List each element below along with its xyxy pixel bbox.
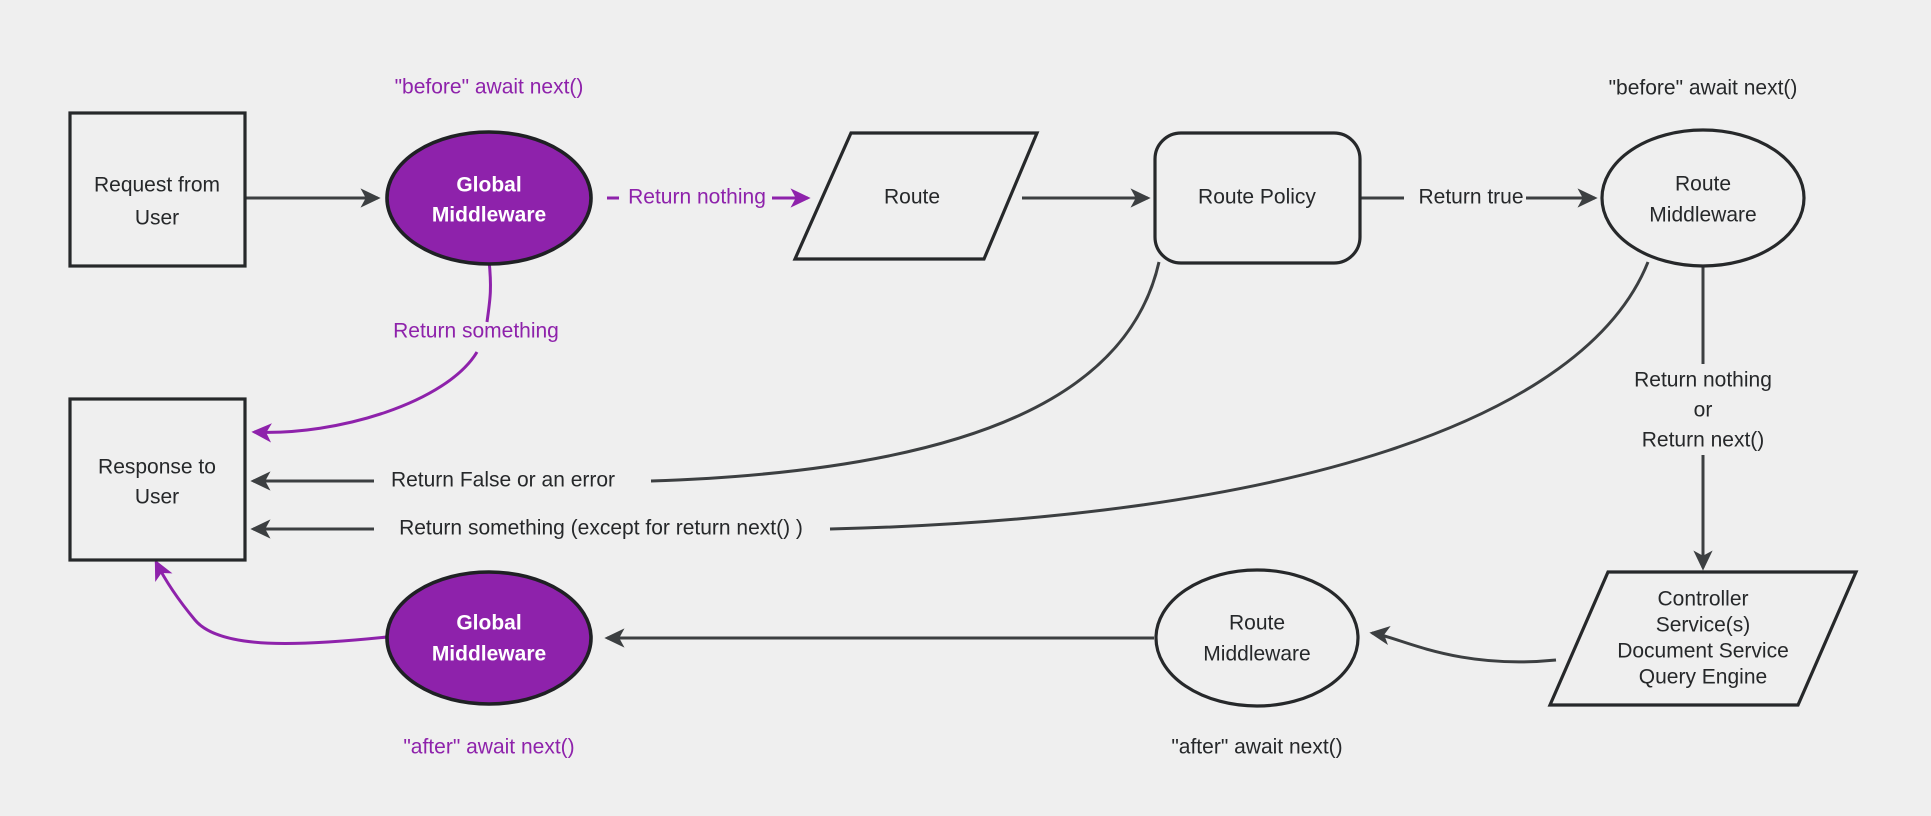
edge-label-return-nothing-or-next-line3: Return next() <box>1642 429 1765 452</box>
edge-global-middleware-return-something-stub <box>485 259 492 323</box>
controller-stack-line2: Service(s) <box>1656 614 1751 637</box>
edge-label-return-nothing-or-next-line2: or <box>1694 399 1713 422</box>
global-middleware-top-line1: Global <box>456 174 521 197</box>
global-middleware-bottom-line1: Global <box>456 612 521 635</box>
global-middleware-top-line2: Middleware <box>432 204 546 227</box>
response-to-user-line1: Response to <box>98 456 216 479</box>
route-middleware-top-line2: Middleware <box>1649 204 1756 227</box>
route-middleware-top-line1: Route <box>1675 173 1731 196</box>
route-label: Route <box>884 186 940 209</box>
annotation-after-await-next-route: "after" await next() <box>1171 736 1342 759</box>
annotation-before-await-next-route: "before" await next() <box>1609 77 1798 100</box>
edge-label-return-false-or-error: Return False or an error <box>391 469 615 492</box>
node-route-policy[interactable] <box>1153 131 1362 265</box>
response-to-user-line2: User <box>135 486 179 509</box>
node-route-middleware-top[interactable] <box>1600 128 1806 268</box>
global-middleware-bottom-line2: Middleware <box>432 643 546 666</box>
annotation-after-await-next-global: "after" await next() <box>403 736 574 759</box>
edge-label-return-nothing-or-next-line1: Return nothing <box>1634 369 1772 392</box>
edge-label-return-something-except: Return something (except for return next… <box>399 517 803 540</box>
node-global-middleware-bottom[interactable] <box>385 570 593 706</box>
node-controller-stack[interactable] <box>1547 570 1859 707</box>
edge-global-middleware-bottom-to-response <box>154 559 388 646</box>
annotation-before-await-next-global: "before" await next() <box>395 76 584 99</box>
route-middleware-bottom-line2: Middleware <box>1203 643 1310 666</box>
edge-controller-to-route-middleware-bottom <box>1369 625 1557 664</box>
edge-global-middleware-return-something-curve <box>251 351 479 443</box>
route-policy-label: Route Policy <box>1198 186 1316 209</box>
node-global-middleware-top[interactable] <box>385 130 593 266</box>
node-response-to-user[interactable] <box>68 397 247 562</box>
request-from-user-line2: User <box>135 207 179 230</box>
edge-route-middleware-to-response-curve <box>829 261 1650 531</box>
edge-label-return-something: Return something <box>393 320 559 343</box>
node-request-from-user[interactable] <box>68 111 247 268</box>
edge-label-return-nothing: Return nothing <box>628 186 766 209</box>
node-route[interactable] <box>792 131 1040 261</box>
controller-stack-line4: Query Engine <box>1639 666 1767 689</box>
route-middleware-bottom-line1: Route <box>1229 612 1285 635</box>
node-route-middleware-bottom[interactable] <box>1154 568 1360 708</box>
controller-stack-line1: Controller <box>1657 588 1748 611</box>
request-from-user-line1: Request from <box>94 174 220 197</box>
edge-label-return-true: Return true <box>1418 186 1523 209</box>
controller-stack-line3: Document Service <box>1617 640 1789 663</box>
edge-route-policy-to-response-curve <box>650 261 1161 483</box>
